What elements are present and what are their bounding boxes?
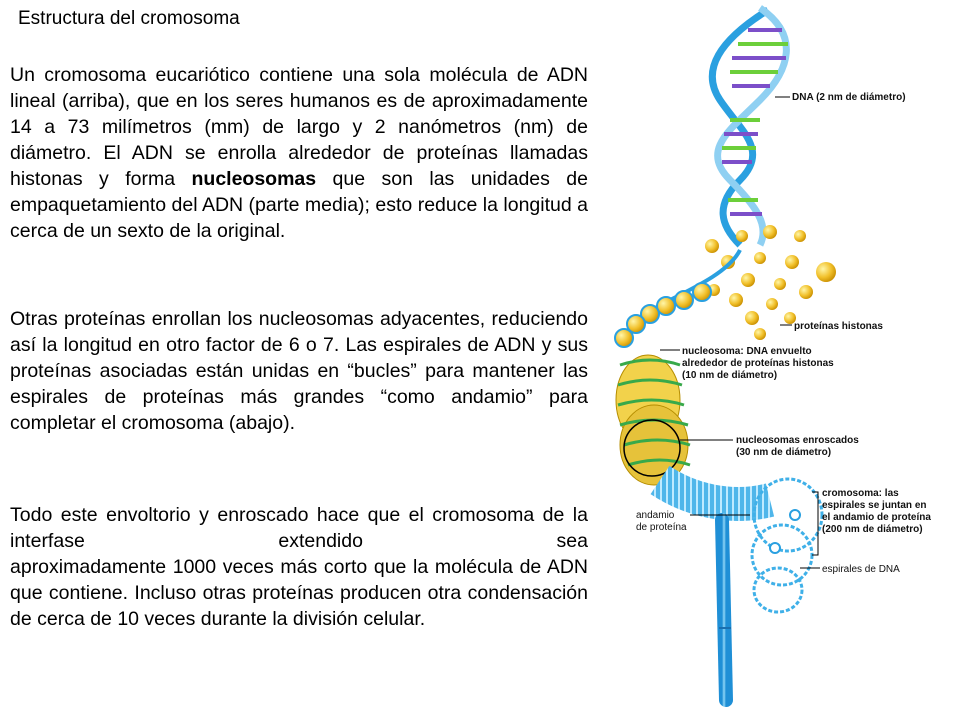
paragraph-3-line-b: aproximadamente 1000 veces más corto que…: [10, 556, 588, 630]
paragraph-3-line-a: Todo este envoltorio y enroscado hace qu…: [10, 504, 588, 552]
slide-title: Estructura del cromosoma: [18, 8, 240, 29]
label-dna-spirals: espirales de DNA: [822, 564, 900, 575]
coiled-nucleosomes: [615, 354, 691, 486]
label-scaffold-line1: andamio: [636, 510, 675, 521]
label-scaffold-line2: de proteína: [636, 522, 687, 533]
nucleosome-fiber: [614, 249, 742, 348]
label-nucleosome-line2: alrededor de proteínas histonas: [682, 358, 834, 369]
paragraph-1-text-b: que son las unidades de empaquetamiento …: [10, 168, 588, 242]
paragraph-1-text-a: Un cromosoma eucariótico contiene una so…: [10, 64, 588, 190]
label-coiled-line2: (30 nm de diámetro): [736, 447, 831, 458]
leader-lines: [660, 96, 820, 569]
histone-proteins: [705, 225, 836, 340]
label-nucleosome-line3: (10 nm de diámetro): [682, 370, 777, 381]
chromosome-body: [715, 513, 733, 707]
paragraph-dna-histones: Un cromosoma eucariótico contiene una so…: [10, 62, 588, 244]
term-nucleosomas: nucleosomas: [191, 168, 317, 190]
label-nucleosome-line1: nucleosoma: DNA envuelto: [682, 346, 812, 357]
dna-double-helix: [708, 5, 790, 248]
label-chromosome-line3: el andamio de proteína: [822, 512, 931, 523]
paragraph-condensation: Todo este envoltorio y enroscado hace qu…: [10, 502, 588, 632]
chromosome-scaffold-loops: [750, 477, 824, 614]
thirty-nm-fiber: [650, 465, 775, 521]
label-histones: proteínas histonas: [794, 321, 883, 332]
label-coiled-line1: nucleosomas enroscados: [736, 435, 859, 446]
label-chromosome-line2: espirales se juntan en: [822, 500, 927, 511]
label-chromosome-line1: cromosoma: las: [822, 488, 899, 499]
chromosome-structure-diagram: DNA (2 nm de diámetro) proteínas histona…: [614, 5, 931, 707]
label-dna: DNA (2 nm de diámetro): [792, 92, 906, 103]
label-chromosome-line4: (200 nm de diámetro): [822, 524, 923, 535]
paragraph-loops: Otras proteínas enrollan los nucleosomas…: [10, 308, 588, 434]
